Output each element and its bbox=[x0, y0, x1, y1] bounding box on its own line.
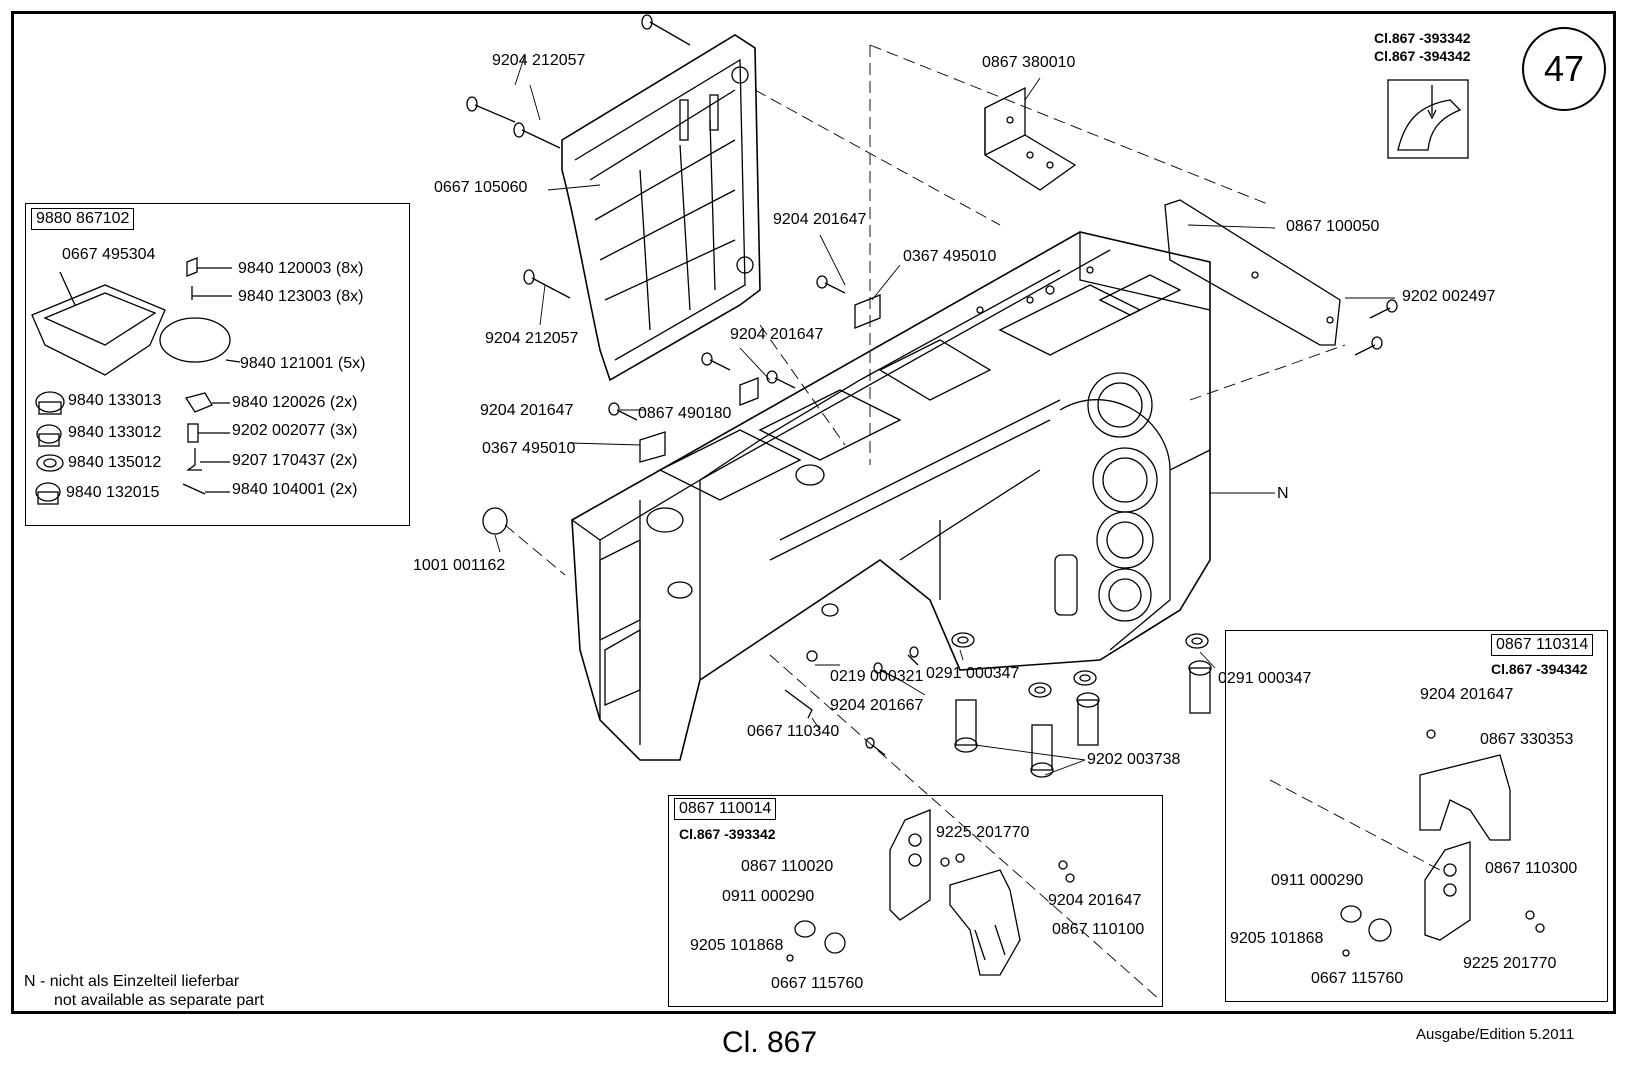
label-b1-l1: 9225 201770 bbox=[936, 824, 1030, 841]
subassembly-110314-parts bbox=[1340, 729, 1545, 957]
label-b2-l5: 9205 101868 bbox=[1230, 930, 1324, 947]
side-plate bbox=[1164, 199, 1341, 346]
label-kit-i10: 9840 132015 bbox=[66, 484, 160, 501]
subassembly-box-110014 bbox=[668, 795, 1163, 1007]
label-screw-mid1: 9204 201647 bbox=[773, 211, 867, 228]
label-kit-i6: 9840 133012 bbox=[68, 424, 162, 441]
label-cover: 0667 105060 bbox=[434, 179, 528, 196]
kit-parts bbox=[31, 257, 241, 505]
cover-plate bbox=[561, 34, 761, 382]
label-kit-i11: 9840 104001 (2x) bbox=[232, 481, 358, 498]
label-b2-l4: 0911 000290 bbox=[1271, 872, 1364, 889]
label-clip2: 0367 495010 bbox=[482, 440, 576, 457]
label-screw-mid3: 9204 201647 bbox=[480, 402, 574, 419]
kit-box bbox=[25, 203, 410, 526]
label-key: 0667 110340 bbox=[747, 723, 840, 740]
label-b2-l6: 0667 115760 bbox=[1311, 970, 1404, 987]
label-screws-top: 9204 212057 bbox=[492, 52, 586, 69]
class-ref-394342: Cl.867 -394342 bbox=[1374, 48, 1471, 64]
label-bracket-top: 0867 380010 bbox=[982, 54, 1076, 71]
note-line-2: not available as separate part bbox=[54, 992, 264, 1009]
label-kit-i5: 9840 120026 (2x) bbox=[232, 394, 358, 411]
label-kit-i8: 9840 135012 bbox=[68, 454, 162, 471]
drawing-frame bbox=[11, 11, 1616, 1014]
reference-thumbnail bbox=[1387, 79, 1469, 159]
subassembly-box-110314 bbox=[1225, 630, 1608, 1002]
page-number: 47 bbox=[1522, 27, 1606, 111]
label-kit-i3: 9840 121001 (5x) bbox=[240, 355, 366, 372]
label-b2-l2: 0867 330353 bbox=[1480, 731, 1574, 748]
assembly-lines bbox=[504, 44, 1441, 1001]
label-kit-i4: 9840 133013 bbox=[68, 392, 162, 409]
label-screws-right: 9202 002497 bbox=[1402, 288, 1496, 305]
label-b1-l3: 0911 000290 bbox=[722, 888, 815, 905]
label-washer1: 0291 000347 bbox=[926, 665, 1020, 682]
label-bolts: 9202 003738 bbox=[1087, 751, 1181, 768]
label-plug: 1001 001162 bbox=[413, 557, 506, 574]
note-line-1: N - nicht als Einzelteil lieferbar bbox=[24, 973, 240, 990]
label-clip1: 0367 495010 bbox=[903, 248, 997, 265]
subassembly-110014-title: 0867 110014 bbox=[674, 798, 777, 820]
label-kit-i2: 9840 123003 (8x) bbox=[238, 288, 364, 305]
subassembly-110014-class: Cl.867 -393342 bbox=[679, 826, 776, 842]
clips bbox=[639, 294, 881, 463]
label-screw-667: 9204 201667 bbox=[830, 697, 924, 714]
subassembly-110314-class: Cl.867 -394342 bbox=[1491, 661, 1588, 677]
footer-title: Cl. 867 bbox=[722, 1026, 818, 1059]
label-tray: 0667 495304 bbox=[62, 246, 156, 263]
label-b1-l4: 9204 201647 bbox=[1048, 892, 1142, 909]
kit-box-title: 9880 867102 bbox=[31, 208, 135, 230]
label-kit-i7: 9202 002077 (3x) bbox=[232, 422, 358, 439]
label-b1-l2: 0867 110020 bbox=[741, 858, 834, 875]
top-bracket bbox=[984, 86, 1077, 191]
label-b2-l1: 9204 201647 bbox=[1420, 686, 1514, 703]
label-screw-mid2: 9204 201647 bbox=[730, 326, 824, 343]
label-screw-321: 0219 000321 bbox=[830, 668, 924, 685]
label-washer2: 0291 000347 bbox=[1218, 670, 1312, 687]
leader-lines bbox=[494, 54, 1395, 776]
label-kit-i9: 9207 170437 (2x) bbox=[232, 452, 358, 469]
label-b2-l3: 0867 110300 bbox=[1485, 860, 1578, 877]
subassembly-110314-title: 0867 110314 bbox=[1491, 634, 1594, 656]
class-ref-393342: Cl.867 -393342 bbox=[1374, 30, 1471, 46]
label-b1-l6: 9205 101868 bbox=[690, 937, 784, 954]
plug bbox=[482, 507, 508, 535]
footer-edition: Ausgabe/Edition 5.2011 bbox=[1416, 1026, 1575, 1043]
label-screw-left: 9204 212057 bbox=[485, 330, 579, 347]
label-n: N bbox=[1277, 485, 1289, 502]
machine-housing bbox=[571, 231, 1211, 761]
label-part-490180: 0867 490180 bbox=[638, 405, 732, 422]
label-kit-i1: 9840 120003 (8x) bbox=[238, 260, 364, 277]
label-b1-l7: 0667 115760 bbox=[771, 975, 864, 992]
subassembly-110014-parts bbox=[786, 809, 1075, 976]
label-plate: 0867 100050 bbox=[1286, 218, 1380, 235]
label-b1-l5: 0867 110100 bbox=[1052, 921, 1145, 938]
label-b2-l7: 9225 201770 bbox=[1463, 955, 1557, 972]
washers-and-bolts bbox=[951, 632, 1212, 778]
